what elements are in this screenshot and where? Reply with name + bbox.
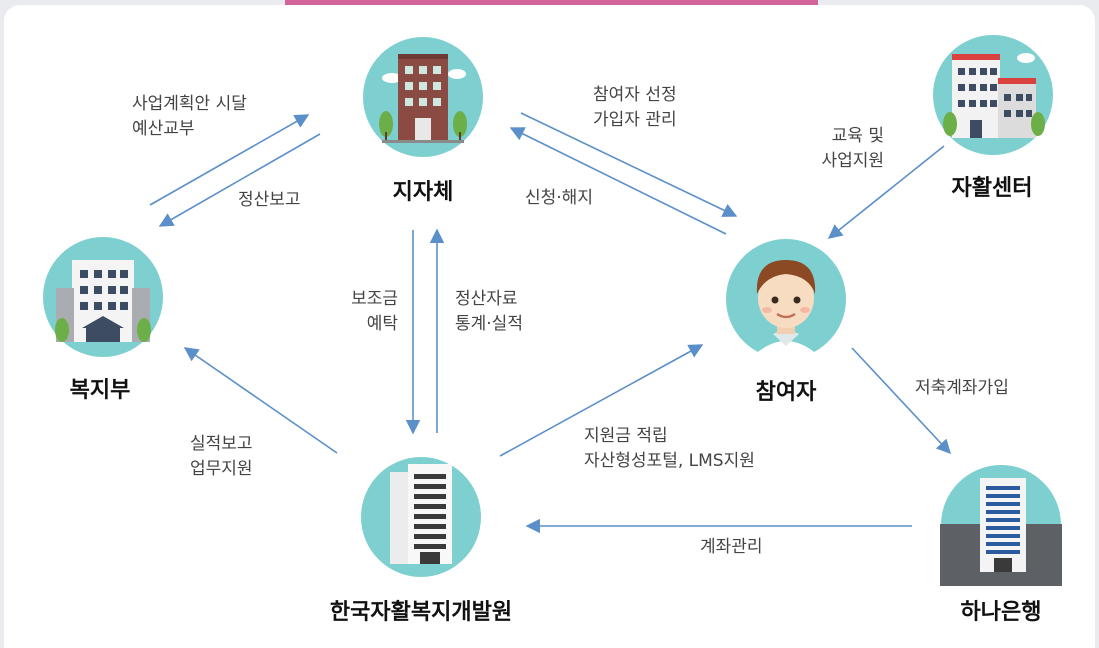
bank-building-icon bbox=[940, 465, 1062, 586]
participant-person-icon bbox=[726, 239, 846, 360]
arrow-participant-to-bank bbox=[851, 347, 951, 455]
self-support-center-icon bbox=[933, 35, 1053, 155]
diagram-card bbox=[4, 5, 1095, 648]
arrow-gov-to-ministry bbox=[158, 133, 321, 227]
edge-label-participant-to-gov: 신청·해지 bbox=[525, 188, 593, 208]
arrow-gov-to-participant bbox=[520, 112, 738, 217]
ministry-building-icon bbox=[43, 237, 163, 357]
node-label-participant: 참여자 bbox=[755, 380, 817, 405]
node-label-bank: 하나은행 bbox=[960, 600, 1042, 625]
accent-bar bbox=[285, 0, 818, 6]
institute-tower-icon bbox=[361, 457, 481, 577]
node-label-institute: 한국자활복지개발원 bbox=[329, 600, 513, 625]
arrow-participant-to-gov bbox=[509, 127, 727, 235]
government-building-icon bbox=[363, 37, 483, 157]
arrow-center-to-participant bbox=[827, 145, 945, 239]
edge-label-participant-to-bank: 저축계좌가입 bbox=[915, 378, 1009, 398]
edge-label-gov-to-ministry: 정산보고 bbox=[238, 190, 301, 210]
arrow-institute-to-ministry bbox=[183, 347, 338, 454]
node-label-ministry: 복지부 bbox=[69, 378, 131, 403]
edge-label-bank-to-institute: 계좌관리 bbox=[700, 537, 763, 557]
node-label-center: 자활센터 bbox=[951, 176, 1033, 201]
arrow-institute-to-participant bbox=[499, 344, 704, 457]
arrow-ministry-to-gov bbox=[149, 114, 310, 206]
node-label-local-gov: 지자체 bbox=[392, 180, 454, 205]
